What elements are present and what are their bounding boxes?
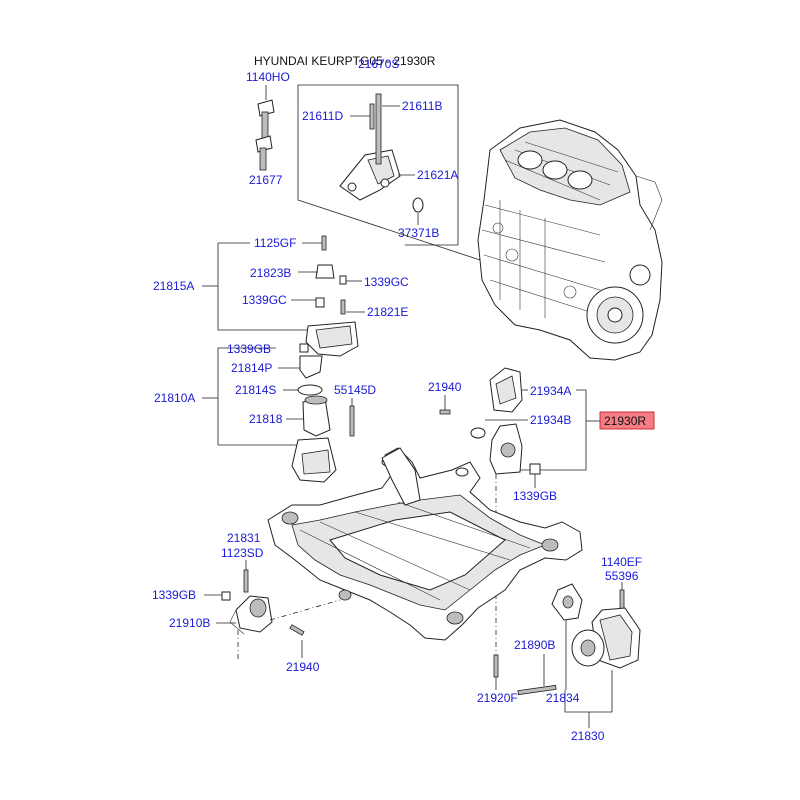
label-21910b[interactable]: 21910B (169, 616, 210, 630)
label-21810a[interactable]: 21810A (154, 391, 195, 405)
label-1140ef[interactable]: 1140EF (601, 555, 642, 569)
label-21831[interactable]: 21831 (227, 531, 261, 545)
label-1125gf[interactable]: 1125GF (254, 236, 296, 250)
label-1339gc-a[interactable]: 1339GC (364, 275, 409, 289)
subframe-crossmember (267, 447, 583, 641)
label-21823b[interactable]: 21823B (250, 266, 291, 280)
label-21814s[interactable]: 21814S (235, 383, 276, 397)
label-21621a[interactable]: 21621A (417, 168, 458, 182)
label-55396[interactable]: 55396 (605, 569, 639, 583)
label-1339gb-a[interactable]: 1339GB (227, 342, 271, 356)
label-21940-a[interactable]: 21940 (428, 380, 462, 394)
engine-bracket-group (255, 84, 481, 261)
label-37371b[interactable]: 37371B (398, 226, 439, 240)
label-21934b[interactable]: 21934B (530, 413, 571, 427)
label-21815a[interactable]: 21815A (153, 279, 194, 293)
label-21814p[interactable]: 21814P (231, 361, 272, 375)
label-21890b[interactable]: 21890B (514, 638, 555, 652)
highlighted-part-box[interactable] (599, 411, 655, 430)
label-1140ho[interactable]: 1140HO (246, 70, 290, 84)
label-21920f[interactable]: 21920F (477, 691, 518, 705)
mount-assembly-21830 (493, 583, 641, 728)
mount-assembly-21810a (202, 343, 355, 483)
label-21934a[interactable]: 21934A (530, 384, 571, 398)
diagram-title: HYUNDAI KEURPTG05 - 21930R (254, 54, 436, 68)
label-21677[interactable]: 21677 (249, 173, 283, 187)
label-21834[interactable]: 21834 (546, 691, 580, 705)
label-21611d[interactable]: 21611D (302, 109, 343, 123)
label-21670s[interactable]: 21670S (358, 57, 399, 71)
mount-bracket-21815a (202, 235, 359, 357)
mount-assembly-21910b (221, 560, 341, 660)
label-21821e[interactable]: 21821E (367, 305, 408, 319)
label-21940-b[interactable]: 21940 (286, 660, 320, 674)
engine-block (477, 119, 663, 361)
label-55145d[interactable]: 55145D (334, 383, 376, 397)
label-1339gb-b[interactable]: 1339GB (513, 489, 557, 503)
label-21818[interactable]: 21818 (249, 412, 283, 426)
label-1339gb-c[interactable]: 1339GB (152, 588, 196, 602)
label-1123sd[interactable]: 1123SD (221, 546, 264, 560)
label-21930r[interactable]: 21930R (604, 414, 646, 428)
label-21830[interactable]: 21830 (571, 729, 605, 743)
label-21611b[interactable]: 21611B (402, 99, 442, 113)
label-1339gc-b[interactable]: 1339GC (242, 293, 287, 307)
